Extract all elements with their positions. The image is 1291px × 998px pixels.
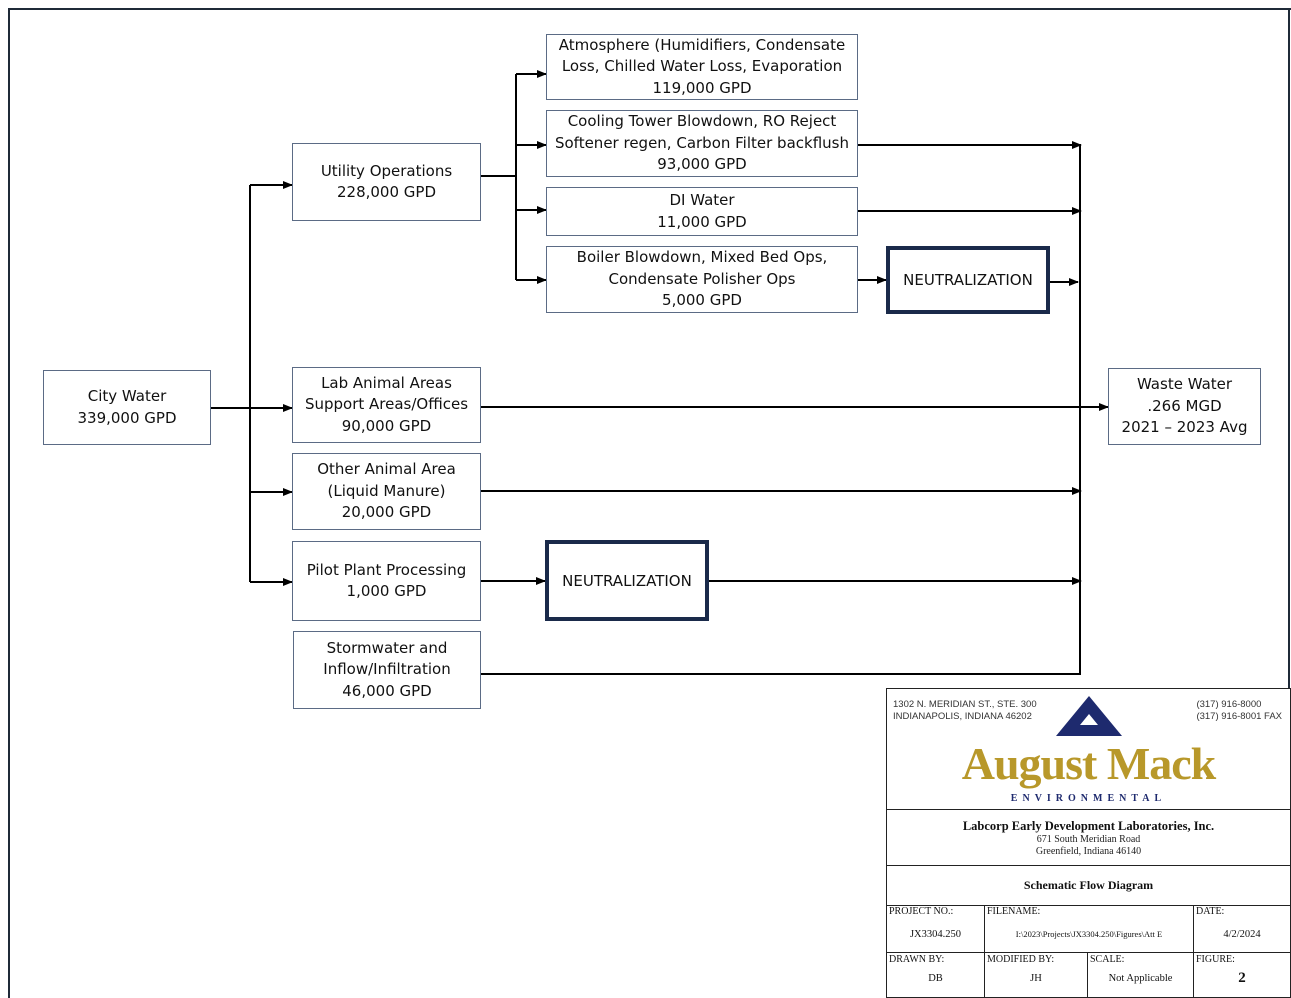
cooling-tower-flow: 93,000 GPD [657,155,747,174]
stormwater-label: Stormwater and [326,638,448,657]
modified-by-value: JH [1030,973,1042,984]
waste-water-flow: .266 MGD [1147,396,1222,415]
cooling-tower-box: Cooling Tower Blowdown, RO Reject Soften… [546,110,858,177]
filename-value: I:\2023\Projects\JX3304.250\Figures\Att … [1015,929,1163,939]
figure-cell: FIGURE: 2 [1194,953,1290,997]
title-block: 1302 N. MERIDIAN ST., STE. 300 INDIANAPO… [886,688,1291,998]
utility-operations-box: Utility Operations 228,000 GPD [292,143,481,221]
date-cell: DATE: 4/2/2024 [1194,905,1290,953]
boiler-blowdown-label-1: Boiler Blowdown, Mixed Bed Ops, [576,248,828,267]
company-fax-number: (317) 916-8001 FAX [1196,710,1282,722]
atmosphere-flow: 119,000 GPD [652,78,752,97]
atmosphere-box: Atmosphere (Humidifiers, Condensate Loss… [546,34,858,100]
cooling-tower-label-1: Cooling Tower Blowdown, RO Reject [567,112,837,131]
utility-operations-flow: 228,000 GPD [336,183,437,201]
cooling-tower-label-2: Softener regen, Carbon Filter backflush [554,133,849,152]
inflow-infiltration-label: Inflow/Infiltration [323,660,451,679]
client-section: Labcorp Early Development Laboratories, … [887,809,1290,866]
filename-label: FILENAME: [987,906,1041,917]
other-animal-area-box: Other Animal Area (Liquid Manure) 20,000… [292,453,481,530]
neutralization-box-pilot: NEUTRALIZATION [545,540,709,621]
pilot-plant-processing-box: Pilot Plant Processing 1,000 GPD [292,541,481,621]
other-animal-area-label: Other Animal Area [317,460,456,479]
company-phone: (317) 916-8000 (317) 916-8001 FAX [1196,699,1282,722]
title-block-logo-section: 1302 N. MERIDIAN ST., STE. 300 INDIANAPO… [887,689,1290,810]
pilot-plant-processing-label: Pilot Plant Processing [306,560,467,579]
neutralization-label-pilot: NEUTRALIZATION [562,571,692,590]
brand-subtitle: ENVIRONMENTAL [1010,793,1167,804]
scale-cell: SCALE: Not Applicable [1088,953,1194,997]
lab-animal-areas-box: Lab Animal Areas Support Areas/Offices 9… [292,367,481,443]
stormwater-flow: 46,000 GPD [342,681,432,700]
date-value: 4/2/2024 [1223,929,1261,940]
di-water-flow: 11,000 GPD [657,212,747,231]
neutralization-label-utility: NEUTRALIZATION [903,271,1033,289]
modified-by-cell: MODIFIED BY: JH [985,953,1088,997]
modified-by-label: MODIFIED BY: [987,954,1055,965]
connector-storm-to-collector [481,145,1081,675]
triangle-logo-icon [1056,696,1122,736]
other-animal-area-flow: 20,000 GPD [341,503,432,522]
lab-animal-areas-label: Lab Animal Areas [321,373,452,392]
lab-support-areas-label: Support Areas/Offices [304,395,469,414]
pilot-plant-processing-flow: 1,000 GPD [346,582,427,600]
liquid-manure-label: (Liquid Manure) [327,481,446,500]
company-address: 1302 N. MERIDIAN ST., STE. 300 INDIANAPO… [893,699,1037,722]
figure-label: FIGURE: [1196,954,1235,965]
atmosphere-label-2: Loss, Chilled Water Loss, Evaporation [561,57,843,76]
scale-label: SCALE: [1090,954,1125,965]
boiler-blowdown-box: Boiler Blowdown, Mixed Bed Ops, Condensa… [546,246,858,313]
drawn-by-label: DRAWN BY: [889,954,945,965]
project-no-value: JX3304.250 [909,929,962,940]
filename-cell: FILENAME: I:\2023\Projects\JX3304.250\Fi… [985,905,1194,953]
company-address-line2: INDIANAPOLIS, INDIANA 46202 [893,710,1032,722]
city-water-box: City Water 339,000 GPD [43,370,211,445]
date-label: DATE: [1196,906,1225,917]
waste-water-box: Waste Water .266 MGD 2021 – 2023 Avg [1108,368,1261,445]
drawing-title: Schematic Flow Diagram [887,865,1290,906]
waste-water-period: 2021 – 2023 Avg [1121,418,1248,437]
company-phone-number: (317) 916-8000 [1196,699,1262,710]
di-water-label: DI Water [669,191,735,209]
boiler-blowdown-flow: 5,000 GPD [662,291,742,310]
waste-water-label: Waste Water [1136,375,1233,394]
lab-animal-areas-flow: 90,000 GPD [341,416,432,435]
drawn-by-value: DB [928,973,943,984]
figure-value: 2 [1238,970,1246,986]
atmosphere-label-1: Atmosphere (Humidifiers, Condensate [558,35,846,54]
utility-operations-label: Utility Operations [320,161,453,180]
scale-value: Not Applicable [1108,973,1173,984]
city-water-flow: 339,000 GPD [77,408,177,427]
client-name: Labcorp Early Development Laboratories, … [962,819,1215,833]
drawing-frame [8,8,1291,998]
city-water-label: City Water [87,387,167,405]
drawing-frame-right-edge [1288,8,1290,998]
project-no-cell: PROJECT NO.: JX3304.250 [887,905,985,953]
company-address-line1: 1302 N. MERIDIAN ST., STE. 300 [893,699,1037,710]
client-address-line2: Greenfield, Indiana 46140 [1035,846,1142,857]
drawn-by-cell: DRAWN BY: DB [887,953,985,997]
stormwater-box: Stormwater and Inflow/Infiltration 46,00… [293,631,481,709]
neutralization-box-utility: NEUTRALIZATION [886,246,1050,314]
di-water-box: DI Water 11,000 GPD [546,187,858,236]
client-address-line1: 671 South Meridian Road [1036,834,1141,845]
project-no-label: PROJECT NO.: [889,906,954,917]
boiler-blowdown-label-2: Condensate Polisher Ops [608,269,796,288]
brand-wordmark: August Mack [961,738,1217,789]
